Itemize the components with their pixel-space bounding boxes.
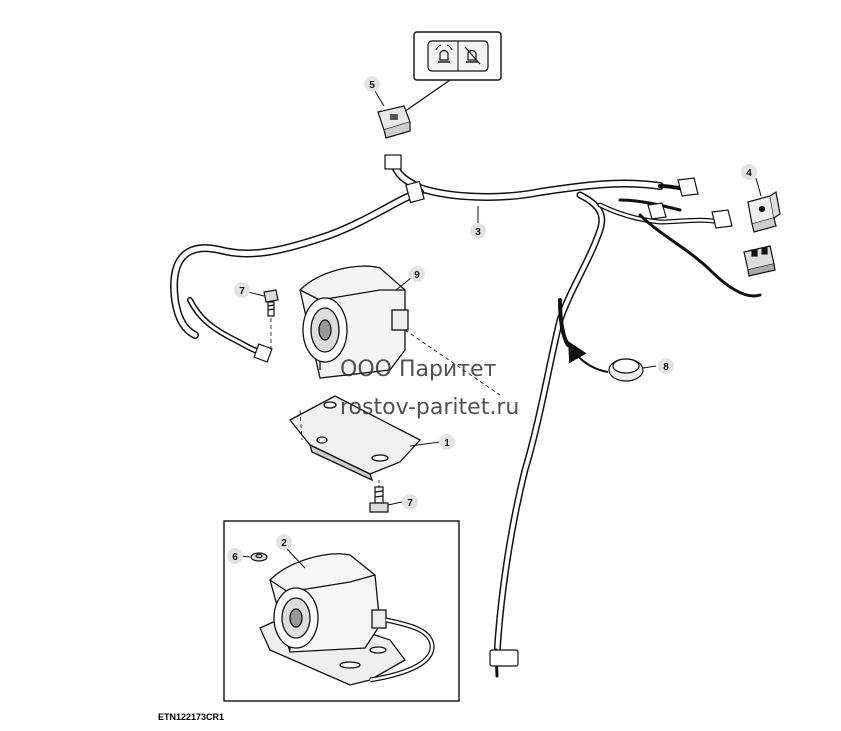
leader-switch-inset: [403, 79, 451, 113]
callout-7a-label: 7: [239, 286, 245, 297]
mounting-bracket: [289, 395, 422, 482]
callout-7b: 7: [402, 494, 418, 510]
bolt-lower: [369, 486, 389, 513]
callout-3: 3: [470, 223, 486, 239]
washer: [250, 552, 268, 562]
callout-7a: 7: [234, 282, 250, 298]
wiring-harness: [170, 156, 762, 678]
callout-4-label: 4: [746, 168, 752, 179]
assembly-lines: [299, 329, 501, 441]
callout-2-label: 2: [281, 538, 287, 549]
callout-7b-label: 7: [407, 498, 413, 509]
callout-4: 4: [741, 164, 757, 180]
callout-9-label: 9: [414, 270, 420, 281]
figure-id: ETN122173CR1: [158, 712, 225, 722]
callout-3-label: 3: [475, 227, 481, 238]
callout-6: 6: [227, 548, 243, 564]
beacon-icon: [435, 44, 453, 63]
backup-alarm: [299, 265, 409, 379]
callout-1: 1: [439, 434, 455, 450]
callout-5-label: 5: [369, 80, 375, 91]
beacon-off-icon: [464, 46, 481, 65]
callout-8-label: 8: [663, 362, 669, 373]
relay: [743, 190, 781, 277]
switch-detail-inset: [413, 31, 502, 81]
callout-6-label: 6: [232, 552, 238, 563]
grommet-plug: [608, 358, 644, 382]
watermark-company: ООО Паритет: [340, 357, 497, 382]
callout-5: 5: [364, 76, 380, 92]
callout-9: 9: [409, 266, 425, 282]
switch: [377, 105, 411, 139]
callout-8: 8: [658, 358, 674, 374]
callout-1-label: 1: [444, 438, 450, 449]
bolt-upper: [263, 289, 279, 317]
backup-alarm-detail: [259, 553, 435, 686]
install-arrow: [568, 341, 609, 373]
callout-2: 2: [276, 534, 292, 550]
watermark-url: rostov-paritet.ru: [340, 395, 520, 420]
harness-clips: [253, 154, 733, 667]
